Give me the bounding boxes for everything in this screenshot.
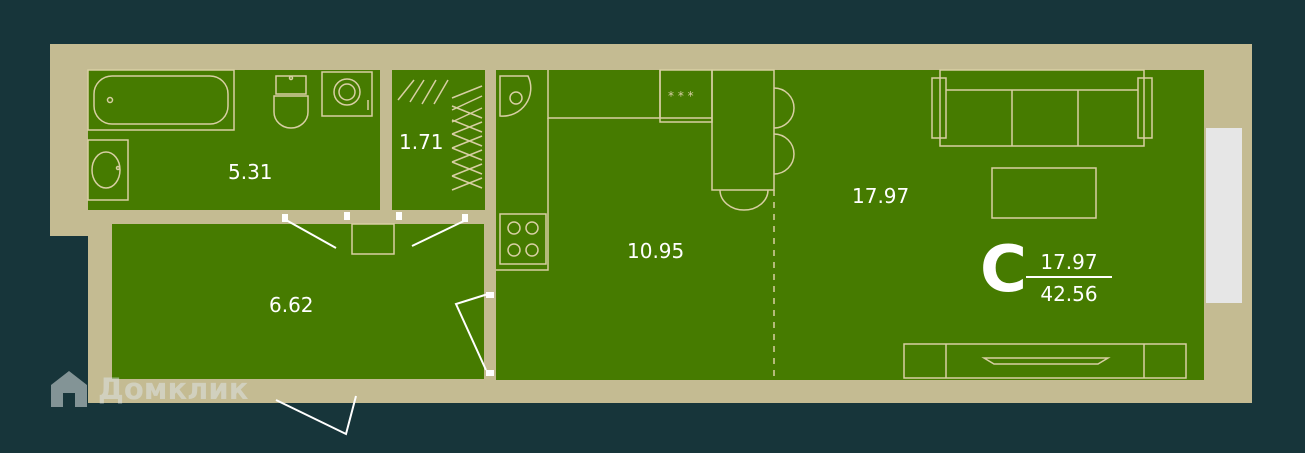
- snowflake-icon: * * *: [668, 89, 694, 103]
- doors: [275, 219, 489, 436]
- bathroom-area: 5.31: [228, 160, 273, 184]
- washing-machine-icon: [321, 71, 373, 117]
- living-area-value: 17.97: [1040, 250, 1098, 274]
- watermark-text: Домклик: [98, 372, 249, 406]
- apartment-type-letter: C: [980, 233, 1027, 307]
- window: [1206, 128, 1242, 303]
- svg-text:* * *: * * *: [668, 89, 694, 103]
- house-logo-icon: [51, 371, 87, 407]
- stool-icon: [773, 87, 795, 129]
- tv-stand: [903, 343, 1187, 379]
- wardrobe-area: 1.71: [399, 130, 444, 154]
- living-room-area: 17.97: [852, 184, 910, 208]
- entrance-door: [275, 395, 357, 436]
- sofa-icon: [939, 69, 1145, 147]
- kitchen-floor: [496, 70, 774, 380]
- fraction-bar: [1026, 276, 1112, 278]
- coffee-table: [991, 167, 1097, 219]
- hall-bench: [351, 223, 395, 255]
- hall-floor: [112, 224, 484, 379]
- wardrobe-door: [411, 219, 467, 247]
- fixtures: [87, 69, 1187, 379]
- total-area-value: 42.56: [1040, 282, 1098, 306]
- room-floors: [88, 70, 1204, 380]
- living-floor: [774, 70, 1204, 380]
- wardrobe-floor: [392, 70, 485, 210]
- kitchen-sink-icon: [499, 75, 532, 117]
- door-jambs: [282, 212, 494, 376]
- bathtub-icon: [87, 69, 235, 131]
- kitchen-door: [454, 293, 489, 371]
- kitchen-area: 10.95: [627, 239, 685, 263]
- wardrobe-hangers-icon: [397, 79, 483, 191]
- hall-area: 6.62: [269, 293, 314, 317]
- cooktop-icon: [499, 213, 547, 265]
- domclick-watermark: Домклик: [48, 368, 248, 410]
- tv-icon: [981, 357, 1111, 365]
- area-fraction: 17.97 42.56: [1026, 250, 1112, 306]
- sink-icon: [87, 139, 129, 201]
- bathroom-door: [285, 219, 337, 249]
- bar-table: [711, 69, 775, 191]
